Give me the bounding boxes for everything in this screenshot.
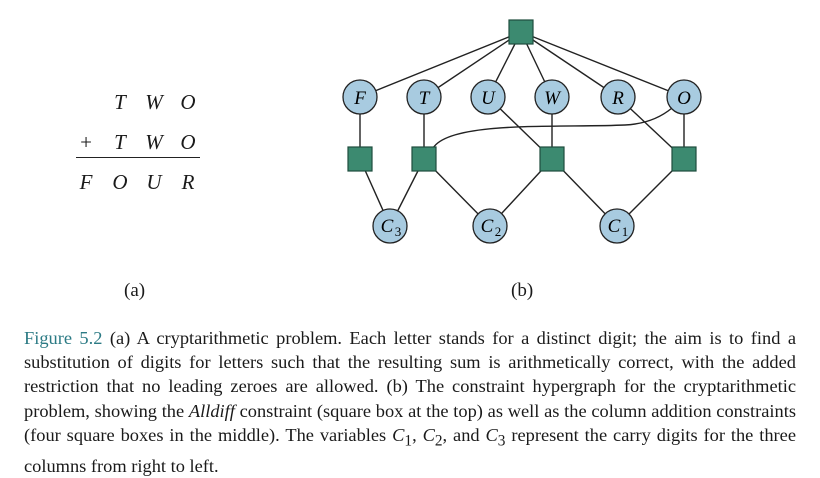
sum-rule bbox=[76, 157, 200, 158]
cryptarithm-puzzle: T W O + T W O F O U R bbox=[70, 84, 210, 204]
variable-label: R bbox=[611, 88, 624, 109]
carry-label: C bbox=[608, 216, 621, 237]
column-constraint-box bbox=[347, 146, 373, 172]
puzzle-letter: O bbox=[112, 170, 128, 194]
carry-subscript: 1 bbox=[622, 224, 629, 239]
variable-label: O bbox=[677, 88, 691, 109]
puzzle-letter: U bbox=[146, 170, 162, 194]
constraint-edge-curve bbox=[431, 107, 673, 151]
carry-label: C bbox=[481, 216, 494, 237]
variable-label: U bbox=[481, 88, 496, 109]
variable-circle bbox=[534, 79, 570, 115]
variable-label: F bbox=[353, 88, 366, 109]
alldiff-constraint-box bbox=[508, 19, 534, 45]
alldiff-edge bbox=[520, 31, 685, 98]
figure-label: Figure 5.2 bbox=[24, 328, 103, 348]
variable-label: T bbox=[419, 88, 431, 109]
puzzle-letter: W bbox=[145, 90, 163, 114]
carry-circle bbox=[472, 208, 508, 244]
hypergraph-edges bbox=[359, 31, 685, 227]
puzzle-letter: T bbox=[114, 130, 126, 154]
carry-circle bbox=[599, 208, 635, 244]
puzzle-letter: O bbox=[180, 90, 196, 114]
caption-text: , bbox=[412, 424, 423, 445]
variable-node: U bbox=[470, 79, 506, 115]
caption-sub: 1 bbox=[404, 432, 413, 450]
variable-node: T bbox=[406, 79, 442, 115]
puzzle-letter: R bbox=[181, 170, 195, 194]
column-constraint-box bbox=[411, 146, 437, 172]
caption-text: , and bbox=[442, 424, 486, 445]
puzzle-letter: F bbox=[79, 170, 93, 194]
puzzle-letter: W bbox=[145, 130, 163, 154]
variable-circle bbox=[666, 79, 702, 115]
column-constraint-box bbox=[671, 146, 697, 172]
puzzle-letter: O bbox=[180, 130, 196, 154]
variable-node: O bbox=[666, 79, 702, 115]
variable-circle bbox=[342, 79, 378, 115]
carry-subscript: 3 bbox=[395, 224, 402, 239]
variable-label: W bbox=[544, 88, 562, 109]
subcaption-a: (a) bbox=[124, 280, 146, 301]
caption-text: represent the carry digits for the three… bbox=[24, 424, 796, 476]
figure-caption: Figure 5.2 (a) A cryptarithmetic problem… bbox=[24, 326, 796, 478]
caption-sub: 2 bbox=[434, 432, 443, 450]
variable-circle bbox=[600, 79, 636, 115]
variable-circle bbox=[406, 79, 442, 115]
caption-var: C bbox=[485, 424, 498, 445]
alldiff-edge bbox=[359, 31, 522, 98]
caption-text: constraint (square box at the top) as we… bbox=[24, 400, 796, 445]
caption-var: C bbox=[392, 424, 405, 445]
variable-node: F bbox=[342, 79, 378, 115]
carry-circle bbox=[372, 208, 408, 244]
caption-var: C bbox=[422, 424, 435, 445]
alldiff-edge bbox=[520, 31, 619, 98]
caption-sub: 3 bbox=[497, 432, 506, 450]
variable-circle bbox=[470, 79, 506, 115]
caption-alldiff: Alldiff bbox=[188, 400, 235, 421]
alldiff-edge bbox=[423, 31, 522, 98]
subcaption-b: (b) bbox=[511, 280, 534, 301]
column-constraint-box bbox=[539, 146, 565, 172]
carry-subscript: 2 bbox=[495, 224, 502, 239]
constraint-boxes bbox=[347, 19, 697, 172]
puzzle-letter: T bbox=[114, 90, 126, 114]
carry-label: C bbox=[381, 216, 394, 237]
plus-sign: + bbox=[80, 130, 92, 154]
variable-node: R bbox=[600, 79, 636, 115]
variable-node: W bbox=[534, 79, 570, 115]
caption-text: (a) A cryptarithmetic problem. Each lett… bbox=[24, 328, 796, 421]
